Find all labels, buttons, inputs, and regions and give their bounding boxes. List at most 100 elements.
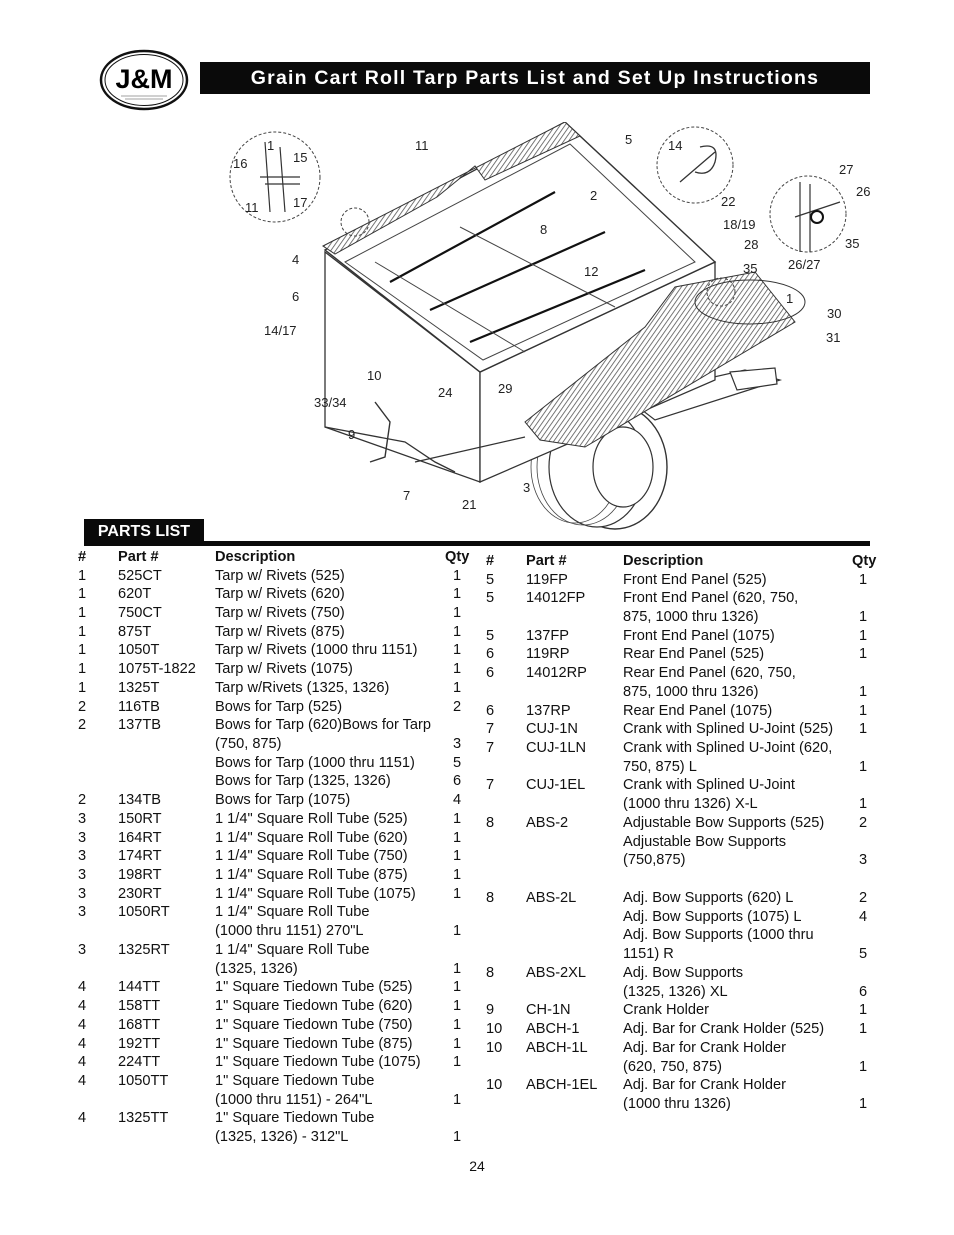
part-description: (1000 thru 1151) - 264"L (215, 1091, 373, 1108)
row-number: 6 (486, 665, 495, 682)
section-divider (84, 541, 870, 546)
part-qty: 1 (453, 586, 462, 603)
part-description: (1000 thru 1326) X-L (623, 796, 758, 813)
part-number: 137FP (526, 627, 569, 644)
part-qty: 1 (453, 604, 462, 621)
part-number: 1325RT (118, 941, 170, 958)
part-description: Adjustable Bow Supports (623, 833, 787, 850)
part-number: 144TT (118, 979, 161, 996)
part-qty: 1 (453, 810, 462, 827)
part-qty: 1 (453, 1035, 462, 1052)
callout-6: 6 (292, 289, 299, 304)
callout-26-27: 26/27 (788, 257, 821, 272)
part-description: 1 1/4" Square Roll Tube (750) (215, 848, 408, 865)
row-number: 3 (78, 848, 87, 865)
part-number: 230RT (118, 885, 162, 902)
row-number: 5 (486, 590, 495, 607)
row-number: 8 (486, 814, 495, 831)
part-description: 1 1/4" Square Roll Tube (215, 904, 370, 921)
part-description: Adj. Bar for Crank Holder (623, 1077, 787, 1094)
part-number: 192TT (118, 1035, 161, 1052)
part-description: Rear End Panel (620, 750, (623, 665, 796, 682)
part-qty: 1 (453, 623, 462, 640)
part-number: 1050RT (118, 904, 170, 921)
part-description: 1 1/4" Square Roll Tube (215, 941, 370, 958)
part-number: CUJ-1LN (526, 739, 587, 756)
page-number: 24 (469, 1158, 485, 1174)
part-description: 1" Square Tiedown Tube (215, 1110, 375, 1127)
row-number: 8 (486, 964, 495, 981)
part-number: 525CT (118, 567, 162, 584)
part-qty: 1 (453, 848, 462, 865)
row-number: 4 (78, 1072, 87, 1089)
row-number: 5 (486, 627, 495, 644)
row-number: 6 (486, 646, 495, 663)
grain-cart-diagram: 1 15 16 17 11 11 5 14 22 2 8 12 27 26 35… (225, 121, 875, 532)
callout-26: 26 (856, 184, 870, 199)
part-number: 750CT (118, 604, 162, 621)
company-logo: J&M (99, 49, 189, 111)
part-description: (1325, 1326) - 312"L (215, 1129, 349, 1146)
callout-24: 24 (438, 385, 452, 400)
part-qty: 3 (859, 852, 868, 869)
row-number: 9 (486, 1002, 495, 1019)
part-qty: 2 (859, 814, 868, 831)
part-description: Bows for Tarp (1325, 1326) (215, 773, 391, 790)
part-description: 1" Square Tiedown Tube (525) (215, 979, 413, 996)
part-number: 174RT (118, 848, 162, 865)
part-description: Adj. Bar for Crank Holder (525) (623, 1021, 825, 1038)
parts-list-tab: PARTS LIST (84, 519, 204, 543)
part-qty: 1 (453, 1054, 462, 1071)
part-description: Adj. Bow Supports (620) L (623, 890, 794, 907)
part-number: ABCH-1EL (526, 1077, 598, 1094)
part-qty: 1 (453, 661, 462, 678)
callout-35: 35 (743, 261, 757, 276)
part-qty: 1 (859, 627, 868, 644)
callout-5: 5 (625, 132, 632, 147)
part-number: 119RP (526, 646, 570, 663)
row-number: 7 (486, 739, 495, 756)
part-description: Front End Panel (1075) (623, 627, 775, 644)
part-description: (1325, 1326) XL (623, 983, 728, 1000)
callout-17: 17 (293, 195, 307, 210)
part-number: 1050TT (118, 1072, 169, 1089)
part-qty: 1 (453, 567, 462, 584)
part-number: ABCH-1 (526, 1021, 580, 1038)
part-description: 1" Square Tiedown Tube (750) (215, 1016, 413, 1033)
part-qty: 1 (859, 1058, 868, 1075)
callout-8: 8 (540, 222, 547, 237)
part-description: Crank with Splined U-Joint (620, (623, 739, 833, 756)
part-description: Rear End Panel (1075) (623, 702, 773, 719)
part-number: 164RT (118, 829, 162, 846)
part-qty: 1 (453, 1129, 462, 1146)
part-number: ABCH-1L (526, 1039, 588, 1056)
callout-14-17: 14/17 (264, 323, 297, 338)
row-number: 4 (78, 1016, 87, 1033)
part-qty: 1 (859, 1002, 868, 1019)
part-description: Tarp w/ Rivets (875) (215, 623, 345, 640)
callout-1-right: 1 (786, 291, 793, 306)
row-number: 3 (78, 904, 87, 921)
part-qty: 4 (453, 792, 462, 809)
part-description: 1 1/4" Square Roll Tube (620) (215, 829, 408, 846)
part-qty: 1 (453, 867, 462, 884)
part-number: 875T (118, 623, 152, 640)
part-number: 134TB (118, 792, 161, 809)
row-number: 1 (78, 567, 87, 584)
part-description: Adj. Bow Supports (1075) L (623, 908, 802, 925)
part-number: ABS-2L (526, 890, 577, 907)
callout-2: 2 (590, 188, 597, 203)
callout-16: 16 (233, 156, 247, 171)
row-number: 1 (78, 623, 87, 640)
callout-30: 30 (827, 306, 841, 321)
callout-29: 29 (498, 381, 512, 396)
part-description: Crank with Splined U-Joint (623, 777, 795, 794)
part-description: 1" Square Tiedown Tube (875) (215, 1035, 413, 1052)
row-number: 7 (486, 721, 495, 738)
part-qty: 1 (453, 960, 462, 977)
part-qty: 5 (453, 754, 462, 771)
part-number: 1325TT (118, 1110, 169, 1127)
col-header-desc: Description (623, 553, 704, 569)
part-description: (1000 thru 1326) (623, 1095, 731, 1112)
